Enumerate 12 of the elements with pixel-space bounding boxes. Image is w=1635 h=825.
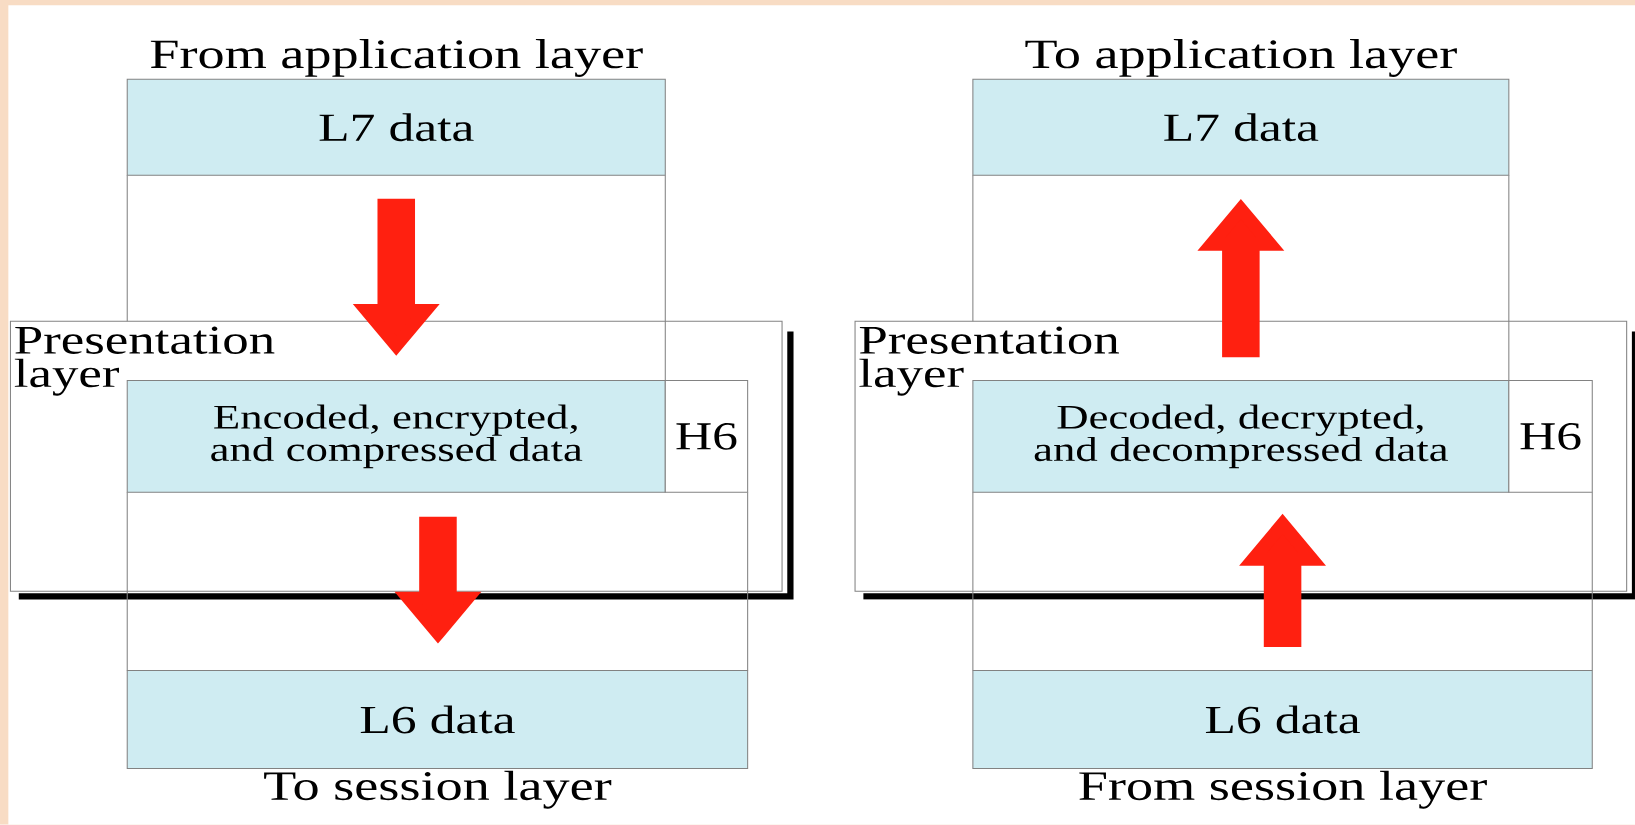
header-box: H6 — [1508, 380, 1593, 493]
node-label: From application layer — [150, 39, 643, 78]
node-label: To session layer — [264, 770, 612, 809]
node-label: From session layer — [1079, 770, 1487, 809]
data-box: Decoded, decrypted, and decompressed data — [972, 380, 1510, 493]
data-box: L7 data — [972, 78, 1510, 176]
data-box: L6 data — [126, 670, 749, 770]
data-box: L6 data — [972, 670, 1593, 770]
node-label: To application layer — [1025, 39, 1457, 78]
header-box: H6 — [664, 380, 749, 493]
data-box: Encoded, encrypted, and compressed data — [126, 380, 666, 493]
data-box: L7 data — [126, 78, 666, 176]
